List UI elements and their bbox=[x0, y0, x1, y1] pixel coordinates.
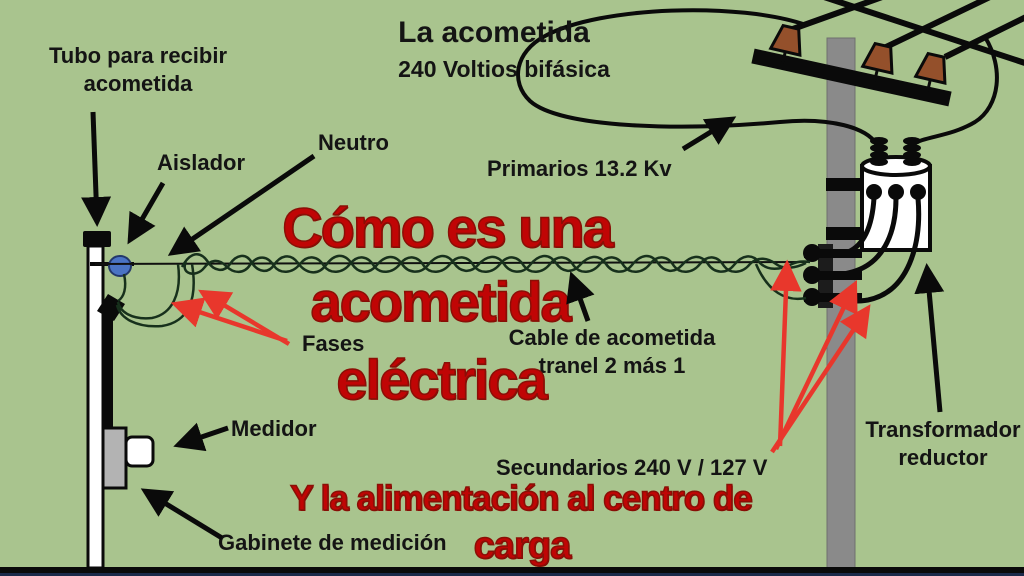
bottom-strip bbox=[0, 573, 1024, 576]
primary-jumper-wires bbox=[516, 8, 999, 147]
label-transformador: Transformador reductor bbox=[865, 417, 1021, 470]
label-neutro: Neutro bbox=[318, 130, 389, 155]
arrow-cable bbox=[566, 271, 595, 322]
label-secundarios: Secundarios 240 V / 127 V bbox=[496, 455, 768, 480]
arrow-neutro bbox=[167, 153, 316, 256]
acometida-cable bbox=[94, 253, 811, 328]
footline-line1: Y la alimentación al centro de bbox=[290, 478, 754, 519]
arrow-secundario-1 bbox=[770, 259, 802, 447]
footline-line2: carga bbox=[473, 524, 572, 568]
arrow-medidor bbox=[173, 422, 229, 452]
label-tubo: Tubo para recibir acometida bbox=[48, 43, 228, 96]
transformer-bracket bbox=[826, 178, 866, 191]
headline-line3: eléctrica bbox=[336, 347, 549, 412]
arrow-fase-1 bbox=[170, 297, 288, 344]
service-mast bbox=[83, 231, 155, 570]
mast-cap bbox=[83, 231, 111, 247]
service-insulator-icon bbox=[108, 255, 132, 277]
transformer-bushing-icon bbox=[870, 137, 921, 166]
arrow-transformador bbox=[914, 263, 945, 413]
transformer-bracket bbox=[826, 227, 866, 240]
slide-subtitle: 240 Voltios bifásica bbox=[398, 56, 610, 82]
ground-line bbox=[0, 567, 1024, 573]
label-cable: Cable de acometida tranel 2 más 1 bbox=[500, 324, 724, 379]
primary-insulator-icon bbox=[768, 23, 947, 92]
crossarm bbox=[751, 48, 952, 107]
transformer bbox=[813, 137, 932, 304]
arrow-tubo bbox=[81, 111, 112, 227]
meter-conduit bbox=[104, 314, 113, 430]
label-cable-line2: tranel 2 más 1 bbox=[538, 352, 686, 378]
headline-line2: acometida bbox=[310, 269, 573, 334]
secondary-connector-rack bbox=[803, 244, 862, 308]
label-cable-line1: Cable de acometida bbox=[508, 325, 716, 350]
arrow-primarios bbox=[681, 116, 737, 152]
slide-title: La acometida bbox=[398, 16, 590, 49]
arrow-secundario-3 bbox=[770, 304, 871, 454]
label-gabinete: Gabinete de medición bbox=[218, 530, 447, 555]
label-primarios: Primarios 13.2 Kv bbox=[487, 156, 672, 181]
arrow-fase-2 bbox=[198, 289, 291, 346]
label-aislador: Aislador bbox=[157, 150, 246, 175]
arrow-aislador bbox=[127, 181, 166, 245]
headline-line1: Cómo es una bbox=[281, 195, 614, 260]
label-fases: Fases bbox=[302, 331, 365, 356]
arrow-gabinete bbox=[140, 488, 224, 541]
electric-meter bbox=[124, 435, 155, 468]
label-medidor: Medidor bbox=[231, 416, 317, 441]
